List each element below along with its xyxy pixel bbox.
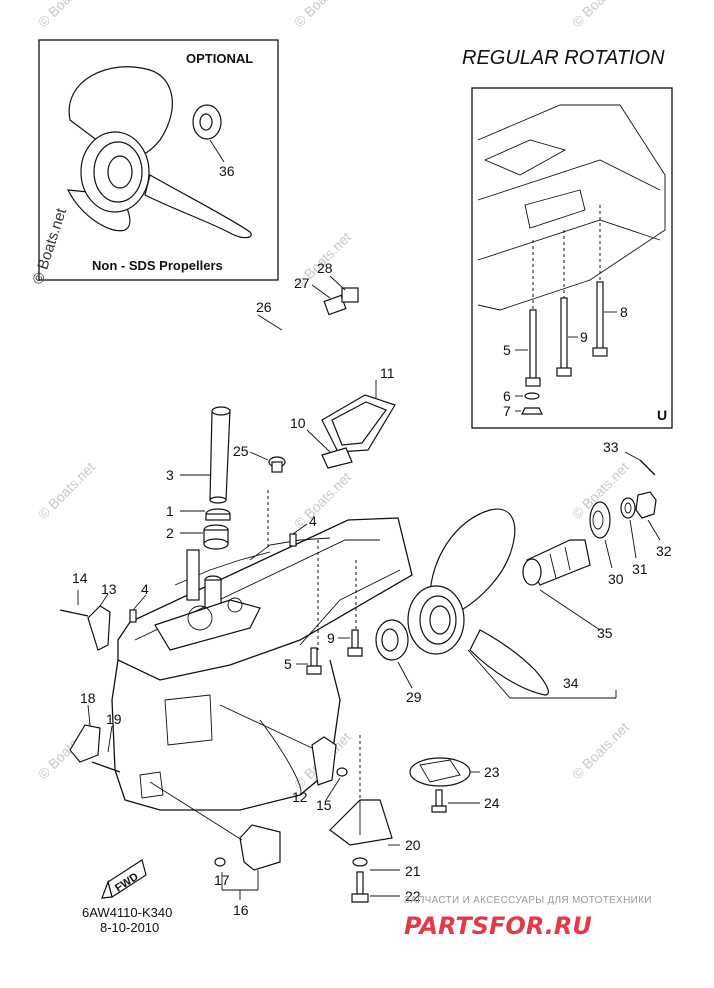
watermark: © Boats.net	[35, 0, 98, 30]
watermark: © Boats.net	[569, 719, 632, 782]
callout-33: 33	[603, 439, 619, 455]
callout-26: 26	[256, 299, 272, 315]
callout-36: 36	[219, 163, 235, 179]
callout-13: 13	[101, 581, 117, 597]
callout-28: 28	[317, 260, 333, 276]
anode-12-15: 12 15	[219, 704, 348, 813]
callout-4: 4	[141, 581, 149, 597]
water-pipe-assembly: 3 1 2	[166, 406, 231, 550]
anode-18-19: 18 19	[69, 690, 122, 773]
callout-18: 18	[80, 690, 96, 706]
lower-casing	[111, 490, 413, 811]
propeller-34: 34	[407, 508, 617, 699]
watermark: © Boats.net	[35, 459, 98, 522]
callout-6: 6	[503, 388, 511, 404]
callout-7: 7	[503, 403, 511, 419]
callout-3: 3	[166, 467, 174, 483]
callout-19: 19	[106, 711, 122, 727]
casing-callouts: 4 4 9 5	[129, 513, 363, 675]
watermark: © Boats.net	[291, 469, 354, 532]
callout-15: 15	[316, 797, 332, 813]
callout-32: 32	[656, 543, 672, 559]
callout-17: 17	[214, 872, 230, 888]
washer-36-illustration	[192, 104, 222, 140]
spacer-35: 35	[522, 539, 613, 641]
callout-9: 9	[580, 329, 588, 345]
callout-14: 14	[72, 570, 88, 586]
gasket-illustration: 11 10	[290, 365, 396, 469]
callout-21: 21	[405, 863, 421, 879]
plug-13-14: 14 13	[59, 570, 117, 651]
optional-heading: OPTIONAL	[186, 51, 253, 66]
callout-4: 4	[309, 513, 317, 529]
optional-box: OPTIONAL Non - SDS Propellers © Boats.ne…	[30, 39, 279, 286]
callout-35: 35	[597, 625, 613, 641]
drawing-code: 6AW4110-K340	[82, 905, 172, 920]
callout-29: 29	[406, 689, 422, 705]
callout-23: 23	[484, 764, 500, 780]
brand-name: PARTSFOR.RU	[404, 912, 592, 940]
callout-5: 5	[284, 656, 292, 672]
drawing-date: 8-10-2010	[100, 920, 159, 935]
water-tube-assembly: 26 27 28 25	[233, 260, 359, 473]
washer-29: 29	[375, 619, 422, 705]
optional-watermark: © Boats.net	[30, 205, 71, 286]
watermark: © Boats.net	[291, 0, 354, 30]
callout-34: 34	[563, 675, 579, 691]
page-title: REGULAR ROTATION	[462, 47, 665, 69]
callout-22: 22	[405, 888, 421, 904]
watermark: © Boats.net	[569, 0, 632, 30]
callout-16: 16	[233, 902, 249, 918]
brand-tagline: ЗАПЧАСТИ И АКСЕССУАРЫ ДЛЯ МОТОТЕХНИКИ	[404, 895, 652, 906]
callout-12: 12	[292, 789, 308, 805]
callout-5: 5	[503, 342, 511, 358]
skeg-20-22: 20 21 22	[329, 735, 421, 904]
prop-nut-assembly: 30 31 32 33	[589, 439, 672, 587]
inset-box: 5 6 7 9 8 U	[471, 87, 673, 429]
fwd-arrow: FWD	[101, 859, 147, 899]
callout-11: 11	[380, 365, 395, 381]
callout-31: 31	[632, 561, 648, 577]
callout-24: 24	[484, 795, 500, 811]
callout-9: 9	[327, 630, 335, 646]
callout-27: 27	[294, 275, 310, 291]
callout-2: 2	[166, 525, 174, 541]
inset-mark: U	[657, 407, 667, 423]
callout-25: 25	[233, 443, 249, 459]
optional-propeller-illustration	[66, 66, 252, 239]
callout-8: 8	[620, 304, 628, 320]
callout-1: 1	[166, 503, 174, 519]
callout-10: 10	[290, 415, 306, 431]
brand-logo: ЗАПЧАСТИ И АКСЕССУАРЫ ДЛЯ МОТОТЕХНИКИ PA…	[404, 895, 652, 940]
callout-20: 20	[405, 837, 421, 853]
callout-30: 30	[608, 571, 624, 587]
cover-16-17: 17 16	[149, 781, 281, 918]
trim-tab-23-24: 23 24	[409, 757, 500, 813]
optional-caption: Non - SDS Propellers	[92, 258, 223, 273]
